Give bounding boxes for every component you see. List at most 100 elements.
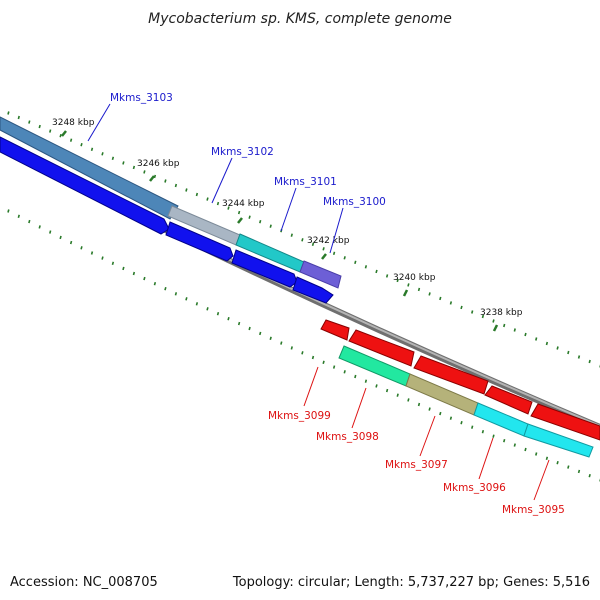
tick-dot — [428, 292, 431, 296]
tick-dots-lower — [7, 209, 600, 482]
leader-line — [303, 366, 319, 407]
tick-dot — [354, 260, 357, 265]
tick-dot — [385, 388, 389, 393]
tick-mark — [61, 130, 67, 137]
tick-dot — [38, 225, 41, 229]
cds-arrow-mkms-3102[interactable] — [165, 221, 234, 262]
tick-dot — [259, 219, 262, 224]
tick-dot — [185, 188, 188, 192]
tick-dot — [588, 473, 591, 478]
tick-dot — [567, 350, 570, 355]
tick-dot — [481, 429, 485, 434]
tick-dot — [122, 161, 125, 165]
tick-dot — [248, 215, 251, 219]
tick-dot — [132, 271, 136, 276]
tick-dot — [567, 465, 570, 469]
tick-dot — [237, 321, 241, 326]
cds-arrow-mkms-3103[interactable] — [0, 136, 170, 235]
gene-feature-mkms-3095[interactable] — [523, 423, 594, 458]
tick-dot — [428, 407, 431, 411]
tick-dot — [503, 438, 506, 443]
tick-dot — [69, 240, 73, 245]
gene-label-mkms-3097[interactable]: Mkms_3097 — [385, 459, 448, 471]
cds-arrow-mkms-3101[interactable] — [231, 249, 298, 288]
gene-label-mkms-3099[interactable]: Mkms_3099 — [268, 410, 331, 422]
tick-dot — [354, 374, 357, 379]
tick-dot — [577, 469, 581, 474]
cds-arrow-mkms-3099[interactable] — [320, 319, 350, 341]
tick-dot — [111, 261, 115, 266]
tick-dot — [407, 283, 410, 287]
tick-dot — [101, 256, 104, 260]
cds-arrow-mkms-3096[interactable] — [484, 385, 533, 415]
gene-feature-mkms-3100[interactable] — [299, 260, 342, 289]
tick-dot — [513, 328, 516, 332]
leader-line — [329, 207, 344, 254]
tick-dot — [545, 456, 549, 461]
tick-dot — [153, 174, 157, 179]
tick-dot — [343, 256, 346, 260]
kbp-tick-label: 3248 kbp — [52, 118, 95, 128]
tick-dot — [195, 302, 199, 306]
tick-dot — [364, 265, 368, 269]
gene-label-mkms-3102[interactable]: Mkms_3102 — [211, 146, 274, 158]
cds-arrow-mkms-3098[interactable] — [348, 329, 415, 367]
tick-dot — [17, 115, 20, 120]
tick-mark — [321, 253, 327, 260]
map-title: Mycobacterium sp. KMS, complete genome — [148, 11, 452, 27]
accession-text: Accession: NC_008705 — [10, 575, 158, 590]
gene-label-mkms-3095[interactable]: Mkms_3095 — [502, 504, 565, 516]
kbp-tick-label: 3240 kbp — [393, 273, 436, 283]
gene-label-mkms-3096[interactable]: Mkms_3096 — [443, 482, 506, 494]
gene-label-mkms-3100[interactable]: Mkms_3100 — [323, 196, 386, 208]
tick-dot — [396, 278, 399, 283]
cds-arrow-mkms-3097[interactable] — [413, 355, 489, 395]
gene-label-mkms-3103[interactable]: Mkms_3103 — [110, 92, 173, 104]
tick-dot — [417, 402, 421, 407]
tick-dot — [7, 111, 10, 115]
kbp-tick-label: 3238 kbp — [480, 308, 523, 318]
tick-dot — [535, 337, 538, 341]
tick-dot — [90, 147, 94, 152]
tick-dot — [28, 219, 31, 224]
tick-dot — [375, 384, 378, 388]
topology-summary-text: Topology: circular; Length: 5,737,227 bp… — [232, 575, 590, 590]
leader-line — [419, 415, 436, 457]
tick-dot — [7, 209, 10, 213]
gene-label-mkms-3101[interactable]: Mkms_3101 — [274, 176, 337, 188]
tick-dot — [248, 326, 251, 331]
leader-lines-bottom — [303, 366, 550, 501]
gene-feature-mkms-3103[interactable] — [0, 116, 179, 220]
tick-dot — [524, 447, 527, 452]
tick-dot — [80, 246, 83, 250]
gene-label-mkms-3098[interactable]: Mkms_3098 — [316, 431, 379, 443]
tick-dot — [375, 269, 378, 274]
tick-mark — [402, 289, 409, 297]
tick-dot — [227, 206, 230, 210]
tick-dot — [216, 311, 220, 316]
tick-dot — [385, 274, 389, 278]
tick-dot — [460, 305, 463, 310]
kbp-tick-label: 3242 kbp — [307, 236, 350, 246]
kbp-ticks — [61, 130, 499, 332]
tick-dot — [28, 120, 31, 124]
leader-line — [533, 459, 550, 501]
tick-dot — [206, 197, 209, 201]
tick-dot — [577, 355, 581, 359]
tick-dot — [343, 370, 346, 374]
tick-dot — [439, 296, 442, 301]
tick-dot — [290, 233, 293, 237]
tick-mark — [492, 324, 499, 332]
leader-line — [280, 187, 297, 232]
tick-dot — [439, 411, 442, 416]
tick-dot — [259, 331, 262, 336]
cds-arrow-mkms-3095[interactable] — [530, 403, 600, 441]
leader-lines-top — [87, 103, 344, 254]
tick-dot — [535, 452, 538, 456]
tick-dot — [111, 156, 115, 161]
tick-dot — [301, 351, 304, 355]
tick-dot — [280, 341, 283, 345]
leader-line — [351, 387, 367, 429]
cds-arrow-mkms-3100[interactable] — [292, 276, 334, 304]
